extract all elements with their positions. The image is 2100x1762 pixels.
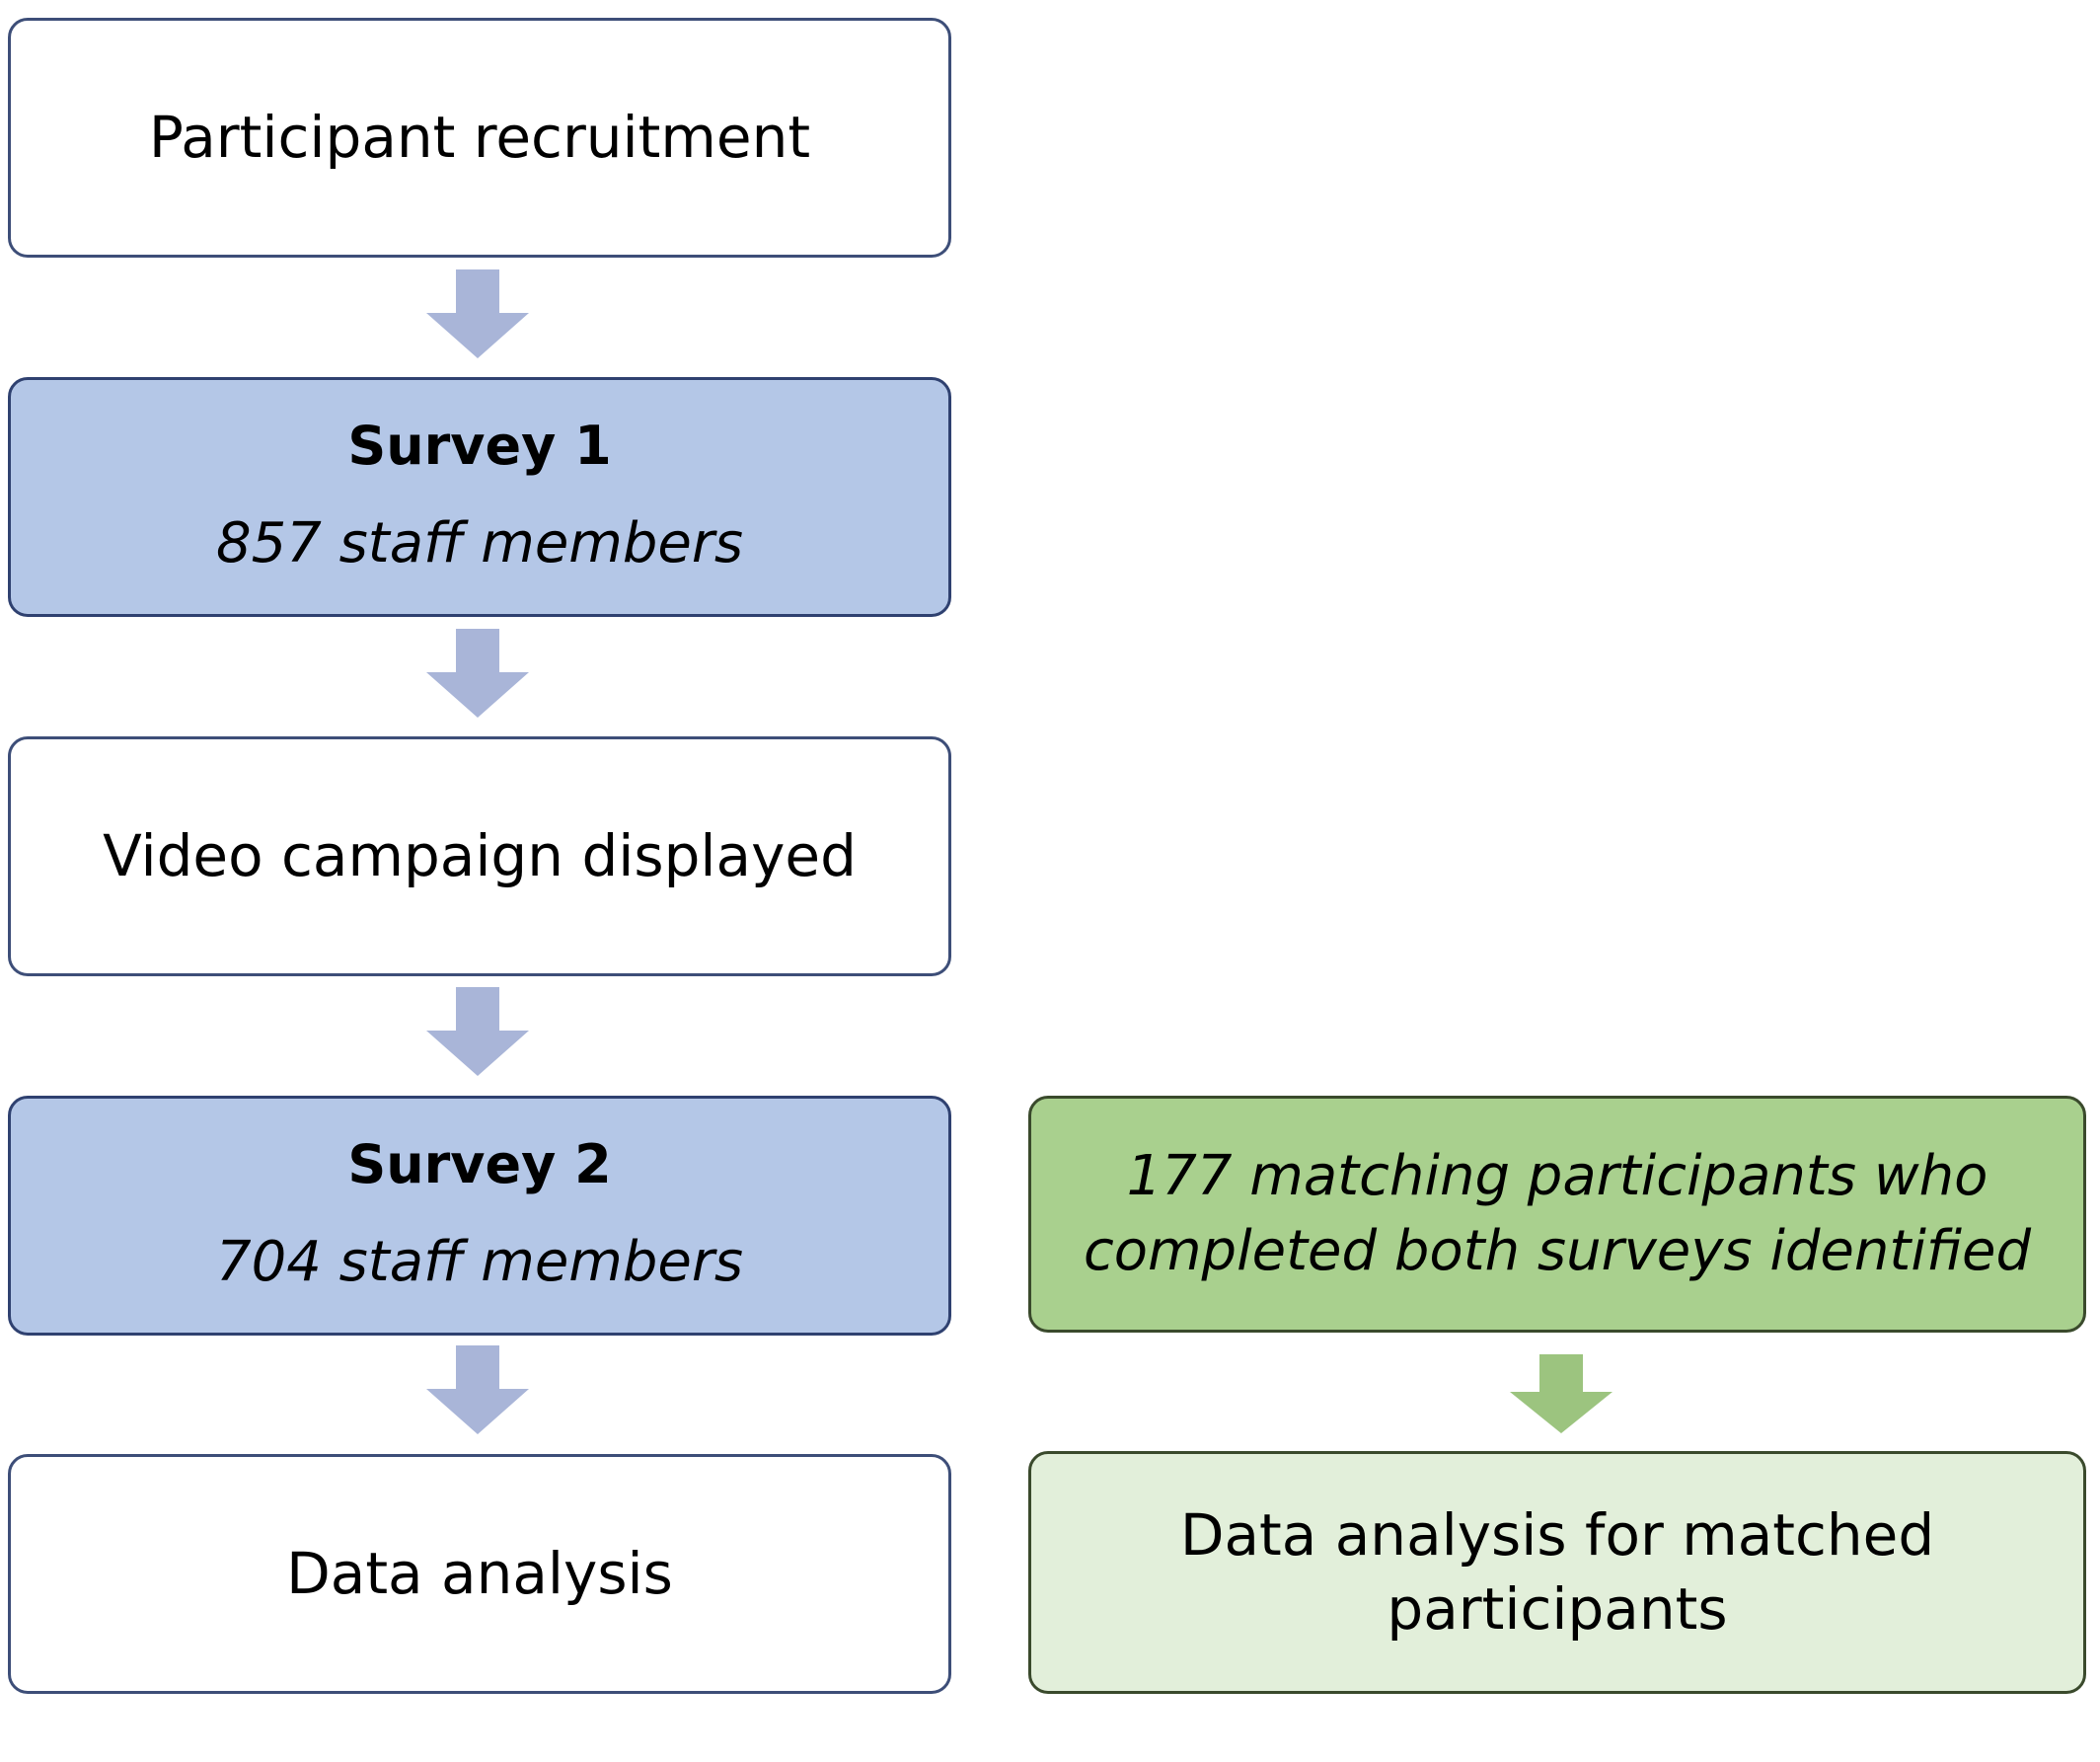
down-arrow-2 <box>426 629 529 718</box>
matching-participants-label: 177 matching participants who completed … <box>1083 1144 2032 1283</box>
video-campaign-box: Video campaign displayed <box>8 736 951 976</box>
matched-analysis-box: Data analysis for matched participants <box>1028 1451 2086 1694</box>
video-campaign-label: Video campaign displayed <box>103 821 857 889</box>
survey-1-count: 857 staff members <box>215 510 744 575</box>
down-arrow-4 <box>426 1345 529 1434</box>
down-arrow-1 <box>426 269 529 358</box>
survey-2-title: Survey 2 <box>347 1132 612 1195</box>
down-arrow-green <box>1510 1354 1612 1433</box>
survey-2-count: 704 staff members <box>215 1229 744 1294</box>
participant-recruitment-box: Participant recruitment <box>8 18 951 258</box>
participant-recruitment-label: Participant recruitment <box>148 103 811 171</box>
data-analysis-label: Data analysis <box>286 1539 673 1607</box>
matching-participants-box: 177 matching participants who completed … <box>1028 1096 2086 1333</box>
survey-1-title: Survey 1 <box>347 414 612 477</box>
data-analysis-box: Data analysis <box>8 1454 951 1694</box>
survey-1-box: Survey 1 857 staff members <box>8 377 951 617</box>
survey-2-box: Survey 2 704 staff members <box>8 1096 951 1336</box>
matched-analysis-label: Data analysis for matched participants <box>1179 1500 1935 1643</box>
down-arrow-3 <box>426 987 529 1076</box>
